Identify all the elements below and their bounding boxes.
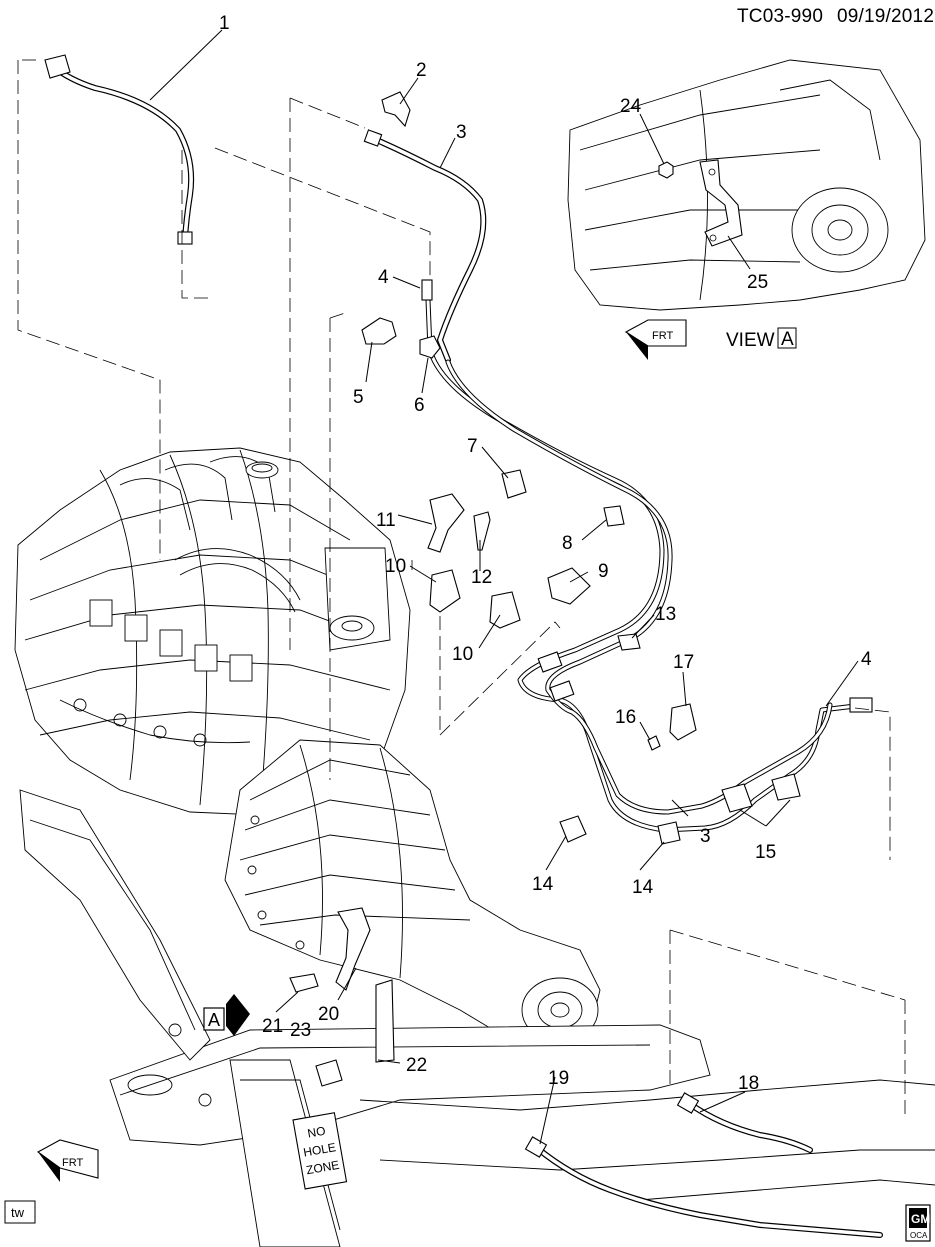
stencil-line-3: ZONE: [305, 1158, 340, 1178]
view-a-marker-arrow-icon: [226, 994, 250, 1036]
part-19-hose: [524, 1136, 883, 1238]
tw-badge: tw: [4, 1200, 36, 1224]
callout-9: 9: [598, 561, 609, 582]
callout-20: 20: [318, 1004, 339, 1025]
part-22-bracket: [375, 979, 395, 1063]
callout-10-upper: 10: [385, 556, 406, 577]
bracket-25: [699, 159, 743, 247]
callout-8: 8: [562, 533, 573, 554]
part-5-bracket: [361, 317, 397, 345]
view-a-marker-box: [203, 1007, 225, 1031]
part-16-seal: [647, 735, 661, 751]
main-front-arrow-text: FRT: [62, 1157, 83, 1169]
callout-18: 18: [738, 1073, 759, 1094]
part-13-clip: [617, 633, 641, 651]
stencil-line-1: NO: [306, 1124, 326, 1141]
stencil-line-2: HOLE: [302, 1140, 337, 1159]
nut-24: [658, 161, 674, 179]
vehicle-frame: [19, 789, 935, 1247]
callout-22: 22: [406, 1055, 427, 1076]
part-6-grommet: [419, 335, 441, 359]
part-10-bracket-upper: [429, 569, 461, 613]
part-14-clip-right: [657, 821, 681, 845]
document-id: TC03-990: [737, 6, 823, 27]
part-20-bracket: [335, 907, 371, 991]
part-15-clip-right: [771, 773, 801, 801]
part-3-hose-upper: [363, 129, 487, 363]
view-label-text: VIEW: [726, 330, 775, 351]
callout-11: 11: [376, 510, 396, 531]
part-15-clip-left: [721, 783, 753, 813]
view-front-arrow-text: FRT: [652, 330, 673, 342]
part-3-pipe-pair: [421, 279, 873, 833]
part-21-bolt: [289, 973, 319, 993]
callout-1: 1: [219, 13, 230, 34]
part-23-bolt: [315, 1059, 343, 1087]
view-label-letter: A: [781, 329, 794, 350]
gm-logo-text: GM: [911, 1212, 930, 1226]
callout-25: 25: [747, 272, 768, 293]
part-12-bolt: [473, 511, 491, 551]
part-1-hose: [44, 54, 195, 245]
view-a-label: VIEW A: [726, 327, 797, 351]
part-7-clip: [501, 469, 527, 499]
document-date: 09/19/2012: [837, 6, 934, 27]
view-a-marker: A: [203, 994, 250, 1036]
callout-13: 13: [655, 604, 676, 625]
gm-logo-subtext: OCA: [910, 1231, 928, 1240]
callout-4-upper: 4: [378, 267, 389, 288]
callout-15: 15: [755, 842, 776, 863]
part-17-sensor: [669, 703, 697, 741]
callout-3-lower: 3: [700, 826, 711, 847]
header: TC03-990 09/19/2012: [737, 6, 934, 27]
part-14-clip-left: [559, 815, 587, 843]
callout-14-left: 14: [532, 874, 554, 895]
callout-12: 12: [471, 567, 492, 588]
callout-21: 21: [262, 1016, 283, 1037]
leader-lines: [149, 29, 859, 1145]
gm-logo: GM OCA: [905, 1204, 931, 1242]
view-a-marker-letter: A: [208, 1010, 220, 1030]
callout-6: 6: [414, 395, 425, 416]
part-11-bracket: [427, 493, 465, 553]
callout-5: 5: [353, 387, 364, 408]
callout-4-right: 4: [861, 649, 872, 670]
no-hole-zone-stencil: NO HOLE ZONE: [292, 1112, 348, 1190]
view-front-direction-arrow: FRT: [624, 319, 687, 360]
callout-14-right: 14: [632, 877, 654, 898]
main-front-direction-arrow: FRT: [36, 1139, 99, 1182]
reference-lines: [17, 59, 906, 1120]
callout-2: 2: [416, 60, 427, 81]
view-letter-box: [777, 327, 797, 349]
part-8-clip: [603, 505, 625, 527]
callout-3-upper: 3: [456, 122, 467, 143]
callout-24: 24: [620, 96, 642, 117]
part-10-bracket-lower: [489, 591, 521, 629]
callout-16: 16: [615, 707, 636, 728]
callout-10-lower: 10: [452, 644, 473, 665]
tw-badge-text: tw: [11, 1205, 25, 1220]
view-a-detail: [567, 59, 926, 311]
callout-19: 19: [548, 1068, 569, 1089]
callout-17: 17: [673, 652, 694, 673]
callout-23: 23: [290, 1020, 311, 1041]
callout-7: 7: [467, 436, 478, 457]
part-2-bracket: [381, 91, 411, 128]
part-18-hose: [676, 1092, 813, 1153]
part-9-bracket: [547, 567, 591, 605]
callouts: 1 2 3 3 4 4 5 6 7 8 9 10 10 11 12 13 14 …: [219, 13, 872, 1094]
